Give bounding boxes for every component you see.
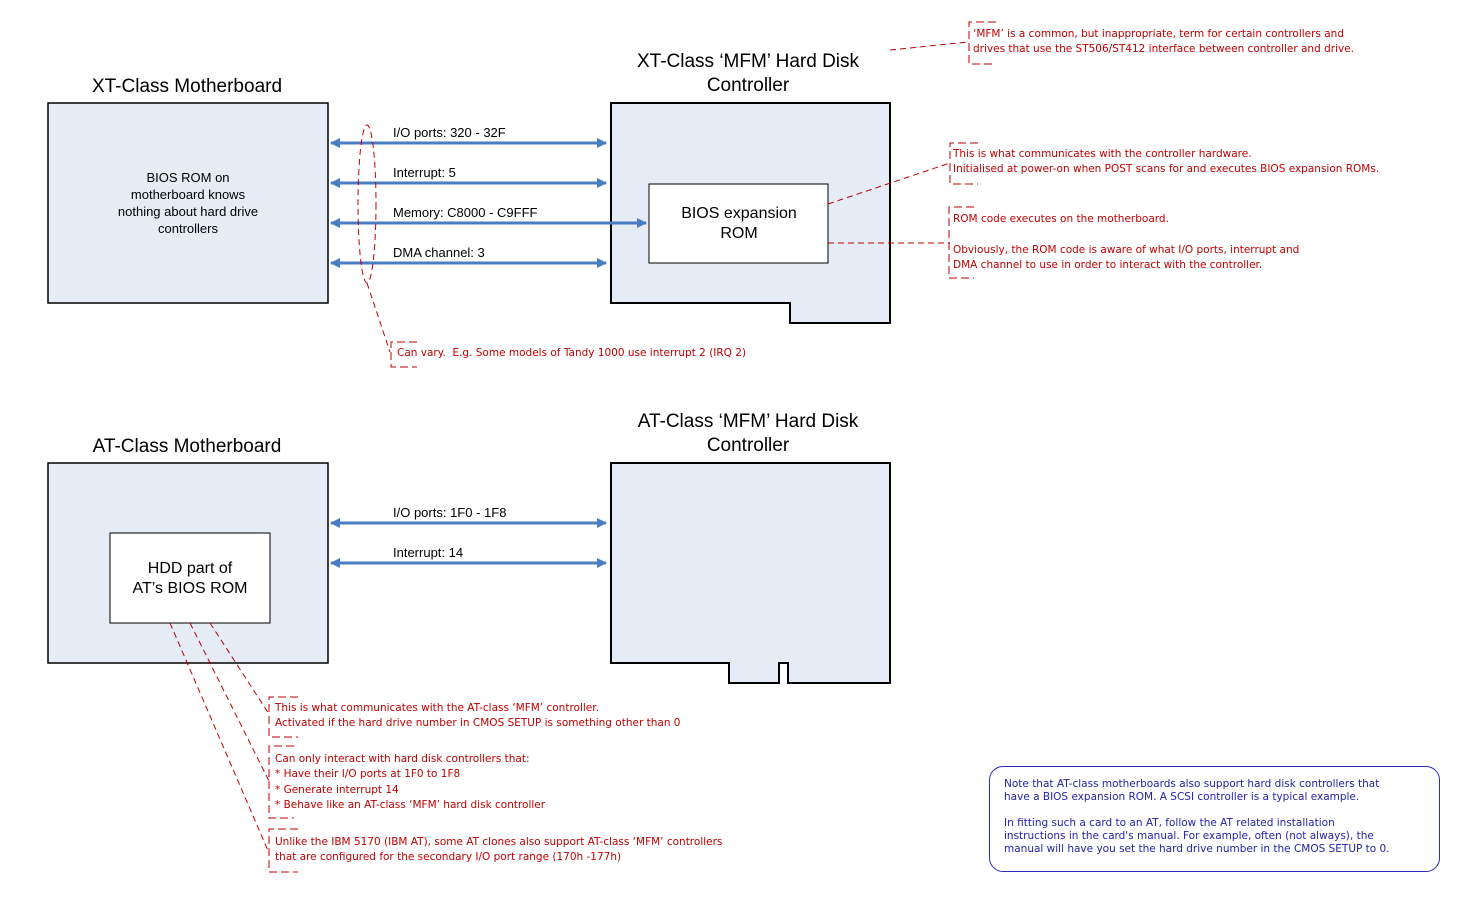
note-at-can-only: Can only interact with hard disk control… bbox=[275, 753, 546, 811]
at-comm-connector bbox=[209, 622, 270, 715]
at-hdd-bios-rom bbox=[109, 532, 271, 624]
xt-rom-comm-connector bbox=[827, 162, 951, 205]
xt-variable-ellipse bbox=[357, 124, 377, 284]
xt-motherboard-text-4: controllers bbox=[158, 221, 218, 236]
at-arrow-label-interrupt: Interrupt: 14 bbox=[393, 545, 463, 560]
at-comm-note-bracket bbox=[268, 696, 298, 738]
xt-controller-title-1: XT-Class ‘MFM’ Hard Disk bbox=[637, 51, 860, 72]
note-rom-communicates: This is what communicates with the contr… bbox=[953, 148, 1380, 176]
xt-motherboard-title: XT-Class Motherboard bbox=[92, 76, 282, 97]
at-clones-connector bbox=[169, 622, 270, 854]
at-controller-card bbox=[610, 462, 891, 684]
xt-rom-text-1: BIOS expansion bbox=[681, 205, 797, 222]
at-controller-title-2: Controller bbox=[707, 435, 790, 456]
rom-exec-note-bracket bbox=[948, 206, 974, 279]
at-rom-text-1: HDD part of bbox=[148, 560, 233, 577]
mfm-note-bracket bbox=[968, 21, 996, 65]
xt-rom-text-2: ROM bbox=[720, 225, 757, 242]
xt-arrow-label-interrupt: Interrupt: 5 bbox=[393, 165, 456, 180]
xt-bios-expansion-rom bbox=[648, 183, 829, 264]
note-rom-executes: ROM code executes on the motherboard. Ob… bbox=[953, 213, 1300, 271]
xt-arrow-label-memory: Memory: C8000 - C9FFF bbox=[393, 205, 538, 220]
rom-comm-note-bracket bbox=[949, 142, 978, 185]
xt-motherboard-text-2: motherboard knows bbox=[131, 187, 246, 202]
xt-motherboard-text-3: nothing about hard drive bbox=[118, 204, 258, 219]
info-note-scsi: Note that AT-class motherboards also sup… bbox=[989, 766, 1440, 872]
at-rom-text-2: AT’s BIOS ROM bbox=[133, 580, 248, 597]
at-arrow-label-io-ports: I/O ports: 1F0 - 1F8 bbox=[393, 505, 506, 520]
note-at-communicates: This is what communicates with the AT-cl… bbox=[275, 702, 681, 730]
xt-vary-connector bbox=[366, 282, 391, 353]
vary-note-bracket bbox=[390, 341, 417, 368]
xt-controller-title-2: Controller bbox=[707, 75, 790, 96]
at-controller-title-1: AT-Class ‘MFM’ Hard Disk bbox=[638, 411, 859, 432]
at-motherboard-title: AT-Class Motherboard bbox=[93, 436, 282, 457]
xt-motherboard-box bbox=[47, 102, 329, 304]
xt-arrow-label-dma: DMA channel: 3 bbox=[393, 245, 485, 260]
xt-mfm-connector bbox=[889, 41, 969, 51]
xt-arrow-label-io-ports: I/O ports: 320 - 32F bbox=[393, 125, 506, 140]
note-mfm-term: ‘MFM’ is a common, but inappropriate, te… bbox=[973, 28, 1354, 56]
xt-motherboard-text-1: BIOS ROM on bbox=[146, 170, 229, 185]
note-can-vary: Can vary. E.g. Some models of Tandy 1000… bbox=[397, 347, 747, 359]
at-only-note-bracket bbox=[268, 745, 294, 819]
note-at-clones: Unlike the IBM 5170 (IBM AT), some AT cl… bbox=[275, 836, 723, 864]
at-clones-note-bracket bbox=[268, 828, 298, 873]
